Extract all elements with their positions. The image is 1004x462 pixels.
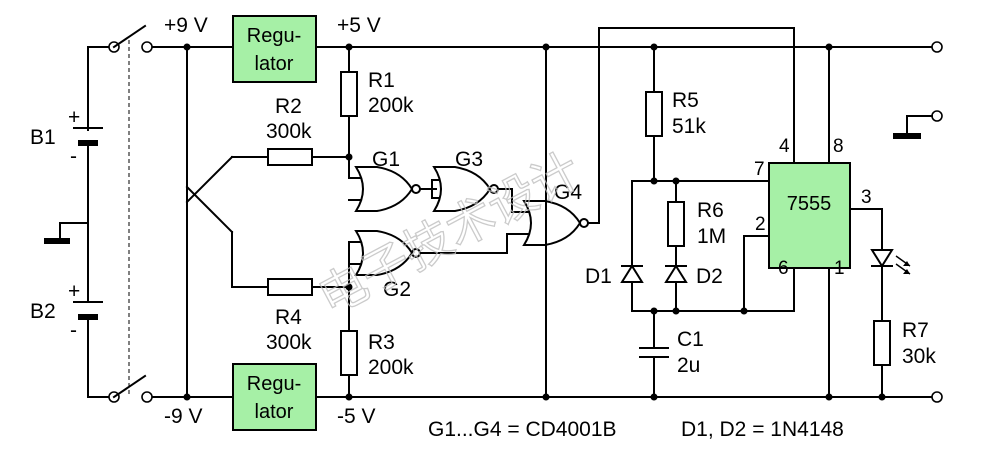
regulator-bottom-line1: Regu-: [247, 373, 301, 395]
resistor-r1-name: R1: [368, 69, 395, 92]
diode-d1: D1: [585, 180, 644, 312]
resistor-r3-value: 200k: [368, 356, 414, 379]
resistor-r1-value: 200k: [368, 94, 414, 117]
gate-g4-label: G4: [554, 181, 582, 204]
regulator-bottom: Regu- lator: [232, 363, 317, 431]
resistor-r5: R5 51k: [645, 43, 706, 182]
battery-b1-minus: -: [70, 145, 77, 168]
capacitor-c1-name: C1: [677, 328, 704, 351]
timer-pin8-label: 8: [833, 136, 844, 157]
battery-b1: B1 + -: [30, 106, 103, 168]
supply-neg5-label: -5 V: [337, 405, 376, 428]
resistor-r2-value: 300k: [266, 120, 312, 143]
resistor-r5-name: R5: [672, 89, 699, 112]
timer-pin7-label: 7: [754, 159, 765, 180]
switch-bottom: [108, 374, 153, 403]
resistor-r4: R4 300k: [266, 278, 350, 354]
gate-g3: G3: [432, 148, 499, 212]
resistor-r4-name: R4: [275, 306, 302, 329]
timer-pin6-label: 6: [778, 258, 789, 279]
capacitor-c1: C1 2u: [639, 310, 704, 401]
supply-neg9-label: -9 V: [164, 405, 203, 428]
battery-b1-plus: +: [68, 106, 80, 129]
battery-b2-plus: +: [68, 280, 80, 303]
gate-g2-label: G2: [383, 278, 411, 301]
diode-d2-label: D2: [696, 265, 723, 288]
output-terminals: [893, 41, 943, 403]
gate-g1-label: G1: [372, 148, 400, 171]
battery-b1-name: B1: [30, 126, 56, 149]
timer-7555: 7555 4 8 7 2 3 6 1: [754, 136, 872, 279]
diode-d2: D2: [664, 264, 723, 312]
timer-pin2-label: 2: [755, 214, 766, 235]
resistor-r2: R2 300k: [266, 95, 350, 166]
resistor-r6-name: R6: [697, 199, 724, 222]
battery-b2-name: B2: [30, 300, 56, 323]
regulator-top-line1: Regu-: [247, 25, 301, 47]
note-diodes-part: D1, D2 = 1N4148: [681, 418, 844, 441]
supply-pos5-label: +5 V: [337, 14, 381, 37]
regulator-top-line2: lator: [255, 53, 294, 75]
capacitor-c1-value: 2u: [677, 354, 700, 377]
regulator-bottom-line2: lator: [255, 401, 294, 423]
resistor-r2-name: R2: [275, 95, 302, 118]
resistor-r6: R6 1M: [667, 180, 726, 265]
resistor-r7: R7 30k: [873, 265, 936, 401]
gate-g2: G2: [354, 230, 421, 301]
switch-top: [108, 24, 153, 53]
resistor-r6-value: 1M: [697, 225, 726, 248]
resistor-r7-name: R7: [902, 319, 929, 342]
battery-b2: B2 + -: [30, 280, 103, 342]
gate-g1: G1: [354, 148, 421, 212]
diode-d1-label: D1: [585, 265, 612, 288]
timer-pin3-label: 3: [861, 187, 872, 208]
battery-section: [44, 40, 130, 398]
supply-pos9-label: +9 V: [164, 14, 208, 37]
resistor-r4-value: 300k: [266, 331, 312, 354]
gate-g3-label: G3: [455, 148, 483, 171]
note-gates-part: G1...G4 = CD4001B: [428, 418, 617, 441]
regulator-top: Regu- lator: [232, 15, 317, 83]
led: [870, 249, 911, 275]
resistor-r7-value: 30k: [902, 345, 936, 368]
timer-pin4-label: 4: [779, 136, 790, 157]
battery-b2-minus: -: [70, 319, 77, 342]
cross-network: [183, 43, 269, 401]
resistor-r1: R1 200k: [340, 43, 414, 179]
gate-g4: G4: [522, 181, 589, 246]
resistor-r3-name: R3: [368, 331, 395, 354]
timer-pin1-label: 1: [834, 258, 845, 279]
resistor-r3: R3 200k: [340, 241, 414, 401]
resistor-r5-value: 51k: [672, 115, 706, 138]
timer-7555-name: 7555: [787, 193, 832, 215]
